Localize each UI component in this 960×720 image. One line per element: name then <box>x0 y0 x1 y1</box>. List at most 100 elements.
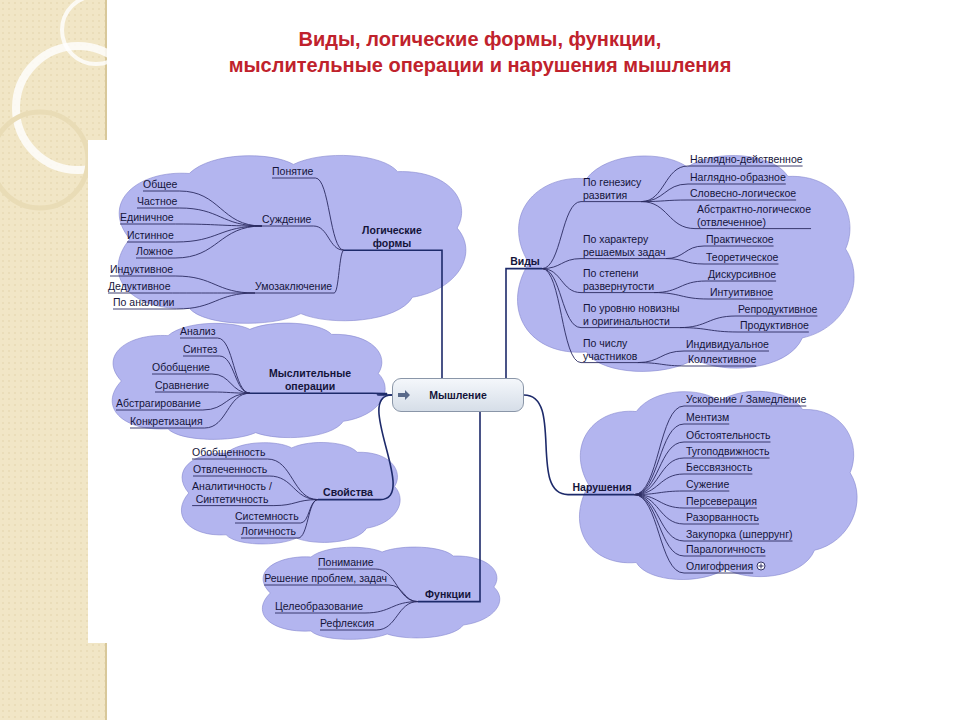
leaf-item: Дедуктивное <box>108 280 171 293</box>
leaf-text: Разорванность <box>686 511 759 523</box>
slide-title: Виды, логические формы, функции, мыслите… <box>220 26 740 78</box>
leaf-item: Суждение <box>262 213 311 226</box>
leaf-text: Индуктивное <box>110 263 173 275</box>
leaf-text: Индивидуальное <box>686 338 769 350</box>
leaf-text: Абстрактно-логическое (отвлеченное) <box>697 203 811 228</box>
leaf-text: Теоретическое <box>706 251 778 263</box>
cloud-group: Мыслительные операции АнализСинтезОбобщен… <box>98 318 390 444</box>
leaf-item: Сужение <box>686 478 729 491</box>
leaf-text: Синтез <box>183 343 217 355</box>
leaf-text: Суждение <box>262 213 311 225</box>
leaf-text: Единичное <box>120 211 174 223</box>
topic-text: Мышление <box>429 389 486 401</box>
leaf-item: Системность <box>235 510 299 523</box>
leaf-text: Дискурсивное <box>708 268 776 280</box>
branch-label: Виды <box>508 255 542 268</box>
leaf-text: Обстоятельность <box>686 429 770 441</box>
leaf-item: Анализ <box>180 325 215 338</box>
leaf-text: Аналитичность / Синтетичность <box>192 480 272 505</box>
leaf-item: По степени развернутости <box>583 267 665 292</box>
leaf-text: Обобщение <box>152 361 210 373</box>
leaf-item: Бессвязность <box>686 461 752 474</box>
cloud-group: Логические формыПонятиеСуждениеУмозаключ… <box>100 148 472 330</box>
leaf-text: Понимание <box>318 556 374 568</box>
leaf-text: Словесно-логическое <box>690 187 796 199</box>
leaf-text: По генезису развития <box>583 176 641 201</box>
leaf-item: Решение проблем, задач <box>262 572 387 585</box>
leaf-item: Отвлеченность <box>193 463 267 476</box>
leaf-text: Персеверация <box>686 495 757 507</box>
leaf-text: Практическое <box>706 233 774 245</box>
branch-label: Нарушения <box>570 481 634 494</box>
leaf-text: Рефлексия <box>320 617 374 629</box>
leaf-item: Частное <box>137 195 177 208</box>
leaf-item: Репродуктивное <box>738 303 817 316</box>
leaf-item: Синтез <box>183 343 217 356</box>
leaf-item: Аналитичность / Синтетичность <box>180 480 284 505</box>
leaf-text: Решение проблем, задач <box>264 572 387 584</box>
leaf-item: Целеобразование <box>275 600 363 613</box>
leaf-item: Ложное <box>136 245 173 258</box>
leaf-item: Наглядно-действенное <box>690 153 803 166</box>
leaf-text: Умозаключение <box>255 280 332 292</box>
leaf-text: Общее <box>143 178 177 190</box>
leaf-item: Дискурсивное <box>708 268 776 281</box>
leaf-text: Сужение <box>686 478 729 490</box>
leaf-item: Понятие <box>272 165 313 178</box>
leaf-text: Интуитивное <box>710 286 773 298</box>
expand-icon <box>756 561 766 571</box>
leaf-item: Паралогичность <box>686 543 765 556</box>
leaf-text: Паралогичность <box>686 543 765 555</box>
topic-icon <box>397 390 411 400</box>
leaf-item: Практическое <box>706 233 774 246</box>
leaf-text: Ложное <box>136 245 173 257</box>
leaf-text: Целеобразование <box>275 600 363 612</box>
cloud-group: ФункцииПониманиеРешение проблем, задачЦе… <box>250 543 504 643</box>
leaf-item: Логичность <box>241 525 296 538</box>
leaf-item: Теоретическое <box>706 251 778 264</box>
leaf-text: По характеру решаемых задач <box>583 233 666 258</box>
leaf-item: Сравнение <box>155 379 209 392</box>
leaf-text: Бессвязность <box>686 461 752 473</box>
cloud-group: НарушенияУскорение / ЗамедлениеМентизмОб… <box>565 383 862 587</box>
leaf-item: Конкретизация <box>130 415 203 428</box>
leaf-item: Продуктивное <box>740 319 809 332</box>
leaf-item: Коллективное <box>688 353 756 366</box>
leaf-text: Тугоподвижность <box>686 445 770 457</box>
leaf-text: Коллективное <box>688 353 756 365</box>
leaf-text: Дедуктивное <box>108 280 171 292</box>
leaf-text: По числу участников <box>583 337 637 362</box>
leaf-item: По числу участников <box>583 337 653 362</box>
leaf-text: Отвлеченность <box>193 463 267 475</box>
leaf-item: Ментизм <box>686 411 729 424</box>
leaf-text: По уровню новизны и оригинальности <box>583 302 680 327</box>
leaf-item: Индивидуальное <box>686 338 769 351</box>
leaf-item: Словесно-логическое <box>690 187 796 200</box>
leaf-item: Разорванность <box>686 511 759 524</box>
leaf-item: Тугоподвижность <box>686 445 770 458</box>
leaf-item: Понимание <box>318 556 374 569</box>
leaf-text: Частное <box>137 195 177 207</box>
leaf-item: Истинное <box>127 229 174 242</box>
leaf-item: По характеру решаемых задач <box>583 233 678 258</box>
leaf-item: Единичное <box>120 211 174 224</box>
leaf-text: Логичность <box>241 525 296 537</box>
leaf-item: Умозаключение <box>255 280 332 293</box>
leaf-text: Продуктивное <box>740 319 809 331</box>
leaf-item: Интуитивное <box>710 286 773 299</box>
leaf-text: По аналогии <box>113 296 174 308</box>
central-topic: Мышление <box>392 378 524 412</box>
leaf-text: Системность <box>235 510 299 522</box>
leaf-item: Олигофрения <box>686 560 766 573</box>
leaf-item: Общее <box>143 178 177 191</box>
leaf-item: Обобщение <box>152 361 210 374</box>
leaf-item: По генезису развития <box>583 176 663 201</box>
leaf-text: Ментизм <box>686 411 729 423</box>
leaf-item: Закупорка (шперрунг) <box>686 528 792 541</box>
branch-label: Мыслительные операции <box>250 367 370 392</box>
tree-connector <box>108 293 255 294</box>
leaf-text: Конкретизация <box>130 415 203 427</box>
leaf-text: Анализ <box>180 325 215 337</box>
